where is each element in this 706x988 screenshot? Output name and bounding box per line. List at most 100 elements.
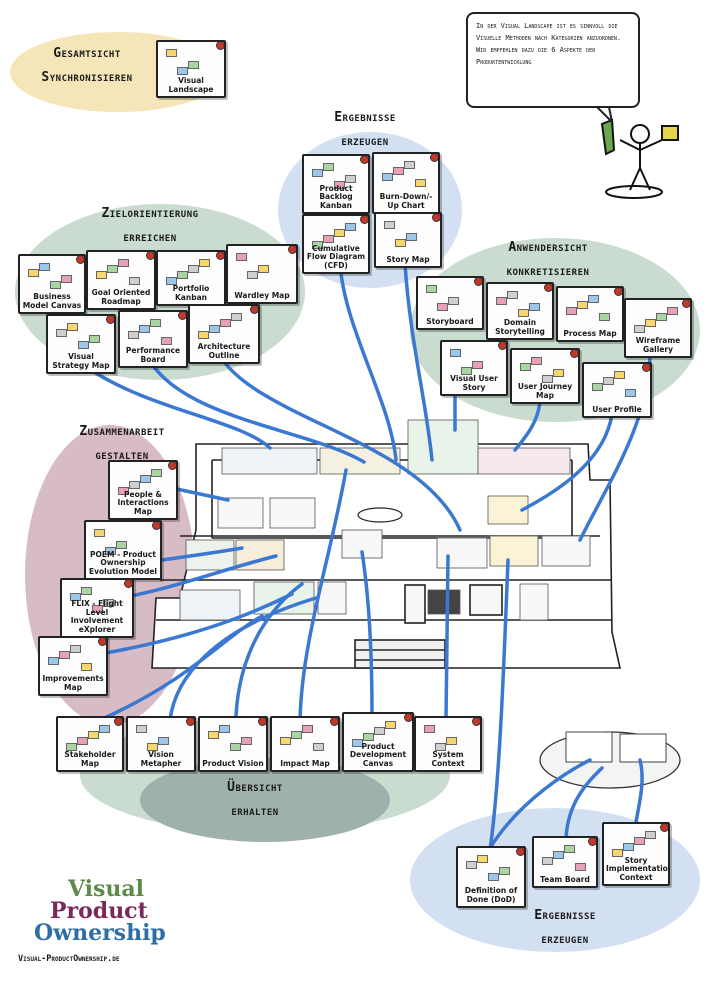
thumbnail-sticky <box>345 223 356 231</box>
card-process-map[interactable]: Process Map <box>556 286 624 342</box>
thumbnail-sticky <box>61 275 72 283</box>
card-team-board[interactable]: Team Board <box>532 836 598 888</box>
card-system-context[interactable]: System Context <box>414 716 482 772</box>
card-label: Storyboard <box>426 316 474 326</box>
website-url[interactable]: Visual-ProductOwnership.de <box>18 954 120 964</box>
thumbnail-sticky <box>435 743 446 751</box>
thumbnail-sticky <box>531 357 542 365</box>
thumbnail-sticky <box>393 167 404 175</box>
card-vision-metapher[interactable]: Vision Metapher <box>126 716 196 772</box>
pin-icon <box>178 312 186 320</box>
thumbnail-sticky <box>542 857 553 865</box>
card-wireframe-gallery[interactable]: Wireframe Gallery <box>624 298 692 358</box>
card-label: Domain Storytelling <box>495 318 545 336</box>
card-stakeholder-map[interactable]: Stakeholder Map <box>56 716 124 772</box>
thumbnail-sticky <box>230 743 241 751</box>
thumbnail-sticky <box>404 161 415 169</box>
thumbnail-sticky <box>382 173 393 181</box>
card-label: Product Vision <box>202 758 264 768</box>
thumbnail-sticky <box>446 737 457 745</box>
card-cumulative-flow-diagram[interactable]: Cumulative Flow Diagram (CFD) <box>302 214 370 274</box>
card-domain-storytelling[interactable]: Domain Storytelling <box>486 282 554 340</box>
thumbnail-sticky <box>507 291 518 299</box>
thumbnail-sticky <box>291 731 302 739</box>
card-thumbnail <box>462 852 520 884</box>
thumbnail-sticky <box>107 265 118 273</box>
thumbnail-sticky <box>496 297 507 305</box>
region-title-zusammenarbeit: Zusammenarbeit gestalten <box>52 420 192 468</box>
pin-icon <box>124 580 132 588</box>
logo-line-2: Product <box>50 898 148 924</box>
thumbnail-sticky <box>592 383 603 391</box>
card-goal-oriented-roadmap[interactable]: Goal Oriented Roadmap <box>86 250 156 310</box>
thumbnail-sticky <box>645 319 656 327</box>
team-board-1 <box>565 731 613 763</box>
thumbnail-sticky <box>139 325 150 333</box>
card-poem[interactable]: POEM - Product Ownership Evolution Model <box>84 520 162 580</box>
pin-icon <box>250 306 258 314</box>
card-visual-strategy-map[interactable]: Visual Strategy Map <box>46 314 116 374</box>
card-thumbnail <box>516 354 574 383</box>
pin-icon <box>642 364 650 372</box>
card-label: Process Map <box>563 328 617 338</box>
card-label: Visual Strategy Map <box>52 352 110 370</box>
thumbnail-sticky <box>94 529 105 537</box>
card-architecture-outline[interactable]: Architecture Outline <box>188 304 260 364</box>
card-thumbnail <box>348 718 408 748</box>
thumbnail-sticky <box>89 335 100 343</box>
card-people-interactions-map[interactable]: People & Interactions Map <box>108 460 178 520</box>
card-business-model-canvas[interactable]: Business Model Canvas <box>18 254 86 314</box>
card-thumbnail <box>92 256 150 286</box>
thumbnail-sticky <box>385 721 396 729</box>
pin-icon <box>682 300 690 308</box>
card-story-implementation-context[interactable]: Story Implementation Context <box>602 822 670 886</box>
card-product-backlog-kanban[interactable]: Product Backlog Kanban <box>302 154 370 214</box>
pin-icon <box>516 848 524 856</box>
thumbnail-sticky <box>70 645 81 653</box>
card-story-map[interactable]: Story Map <box>374 212 442 268</box>
card-impact-map[interactable]: Impact Map <box>270 716 340 772</box>
card-thumbnail <box>232 250 292 280</box>
thumbnail-sticky <box>395 239 406 247</box>
card-definition-of-done[interactable]: Definition of Done (DoD) <box>456 846 526 908</box>
thumbnail-sticky <box>625 389 636 397</box>
thumbnail-sticky <box>166 277 177 285</box>
thumbnail-sticky <box>488 873 499 881</box>
region-title-line: erreichen <box>123 230 177 245</box>
card-thumbnail <box>204 722 262 751</box>
region-title-line: konkretisieren <box>506 264 590 279</box>
card-label: Business Model Canvas <box>22 292 82 310</box>
thumbnail-sticky <box>56 329 67 337</box>
thumbnail-sticky <box>634 837 645 845</box>
thumbnail-sticky <box>437 303 448 311</box>
card-product-development-canvas[interactable]: Product Development Canvas <box>342 712 414 772</box>
card-performance-board[interactable]: Performance Board <box>118 310 188 368</box>
thumbnail-sticky <box>634 325 645 333</box>
thumbnail-sticky <box>161 337 172 345</box>
thumbnail-sticky <box>542 375 553 383</box>
card-visual-landscape[interactable]: Visual Landscape <box>156 40 226 98</box>
card-label: Burn-Down/-Up Chart <box>379 192 433 210</box>
pin-icon <box>288 246 296 254</box>
card-portfolio-kanban[interactable]: Portfolio Kanban <box>156 250 226 306</box>
thumbnail-sticky <box>129 481 140 489</box>
thumbnail-sticky <box>28 269 39 277</box>
thumbnail-sticky <box>612 849 623 857</box>
thumbnail-sticky <box>499 867 510 875</box>
thumbnail-sticky <box>302 725 313 733</box>
thumbnail-sticky <box>323 163 334 171</box>
card-user-profile[interactable]: User Profile <box>582 362 652 418</box>
card-flix[interactable]: FLIX - Flight Level Involvement eXplorer <box>60 578 134 638</box>
region-title-line: erhalten <box>231 804 279 819</box>
thumbnail-sticky <box>466 861 477 869</box>
card-burn-down-up-chart[interactable]: Burn-Down/-Up Chart <box>372 152 440 214</box>
card-storyboard[interactable]: Storyboard <box>416 276 484 330</box>
region-title-line: Gesamtsicht <box>53 46 121 61</box>
card-improvements-map[interactable]: Improvements Map <box>38 636 108 696</box>
card-user-journey-map[interactable]: User Journey Map <box>510 348 580 404</box>
thumbnail-sticky <box>352 739 363 747</box>
card-thumbnail <box>420 722 476 751</box>
card-wardley-map[interactable]: Wardley Map <box>226 244 298 304</box>
card-visual-user-story[interactable]: Visual User Story <box>440 340 508 396</box>
card-product-vision[interactable]: Product Vision <box>198 716 268 772</box>
